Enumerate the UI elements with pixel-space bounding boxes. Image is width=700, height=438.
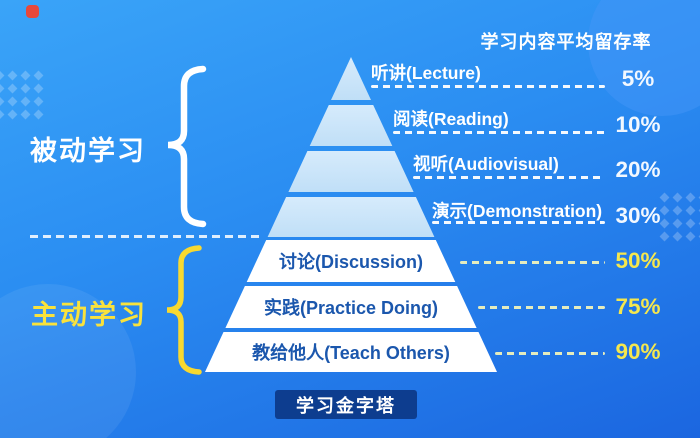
- level-label-audiovisual: 视听(Audiovisual): [413, 154, 559, 174]
- retention-teach-others: 90%: [615, 339, 661, 364]
- level-label-reading: 阅读(Reading): [393, 109, 509, 129]
- retention-reading: 10%: [615, 112, 661, 137]
- retention-discussion: 50%: [615, 248, 661, 273]
- pyramid-level-discussion: 讨论(Discussion): [246, 240, 456, 282]
- level-label-teach-others: 教给他人(Teach Others): [252, 343, 450, 363]
- title-badge: 学习金字塔: [275, 390, 417, 419]
- pyramid-level-teach-others: 教给他人(Teach Others): [205, 332, 497, 372]
- retention-axis-title: 学习内容平均留存率: [480, 32, 652, 52]
- level-label-practice: 实践(Practice Doing): [263, 298, 439, 318]
- retention-lecture: 5%: [621, 66, 655, 91]
- retention-demonstration: 30%: [615, 203, 661, 228]
- pyramid-level-audiovisual: [288, 151, 414, 192]
- decor-red-dot: [26, 5, 39, 18]
- level-label-discussion: 讨论(Discussion): [278, 252, 424, 272]
- leader-line-demonstration: [432, 221, 605, 224]
- pyramid: 讨论(Discussion) 实践(Practice Doing) 教给他人(T…: [205, 57, 497, 372]
- retention-audiovisual: 20%: [615, 157, 661, 182]
- retention-practice: 75%: [615, 294, 661, 319]
- leader-line-practice: [478, 306, 605, 309]
- level-label-demonstration: 演示(Demonstration): [432, 201, 603, 221]
- passive-brace: [167, 65, 207, 228]
- leader-line-reading: [393, 131, 605, 134]
- pyramid-level-practice: 实践(Practice Doing): [225, 286, 477, 328]
- passive-learning-label: 被动学习: [30, 136, 146, 166]
- leader-line-teach-others: [495, 352, 605, 355]
- active-learning-label: 主动学习: [31, 300, 147, 330]
- active-brace: [166, 245, 202, 375]
- leader-line-audiovisual: [413, 176, 605, 179]
- group-separator-line: [30, 235, 262, 238]
- decor-circle-top-right: [588, 0, 700, 116]
- pyramid-level-demonstration: [267, 197, 435, 237]
- leader-line-discussion: [460, 261, 605, 264]
- level-label-lecture: 听讲(Lecture): [371, 63, 481, 83]
- leader-line-lecture: [371, 85, 605, 88]
- decor-diamond-grid-left: [0, 69, 45, 121]
